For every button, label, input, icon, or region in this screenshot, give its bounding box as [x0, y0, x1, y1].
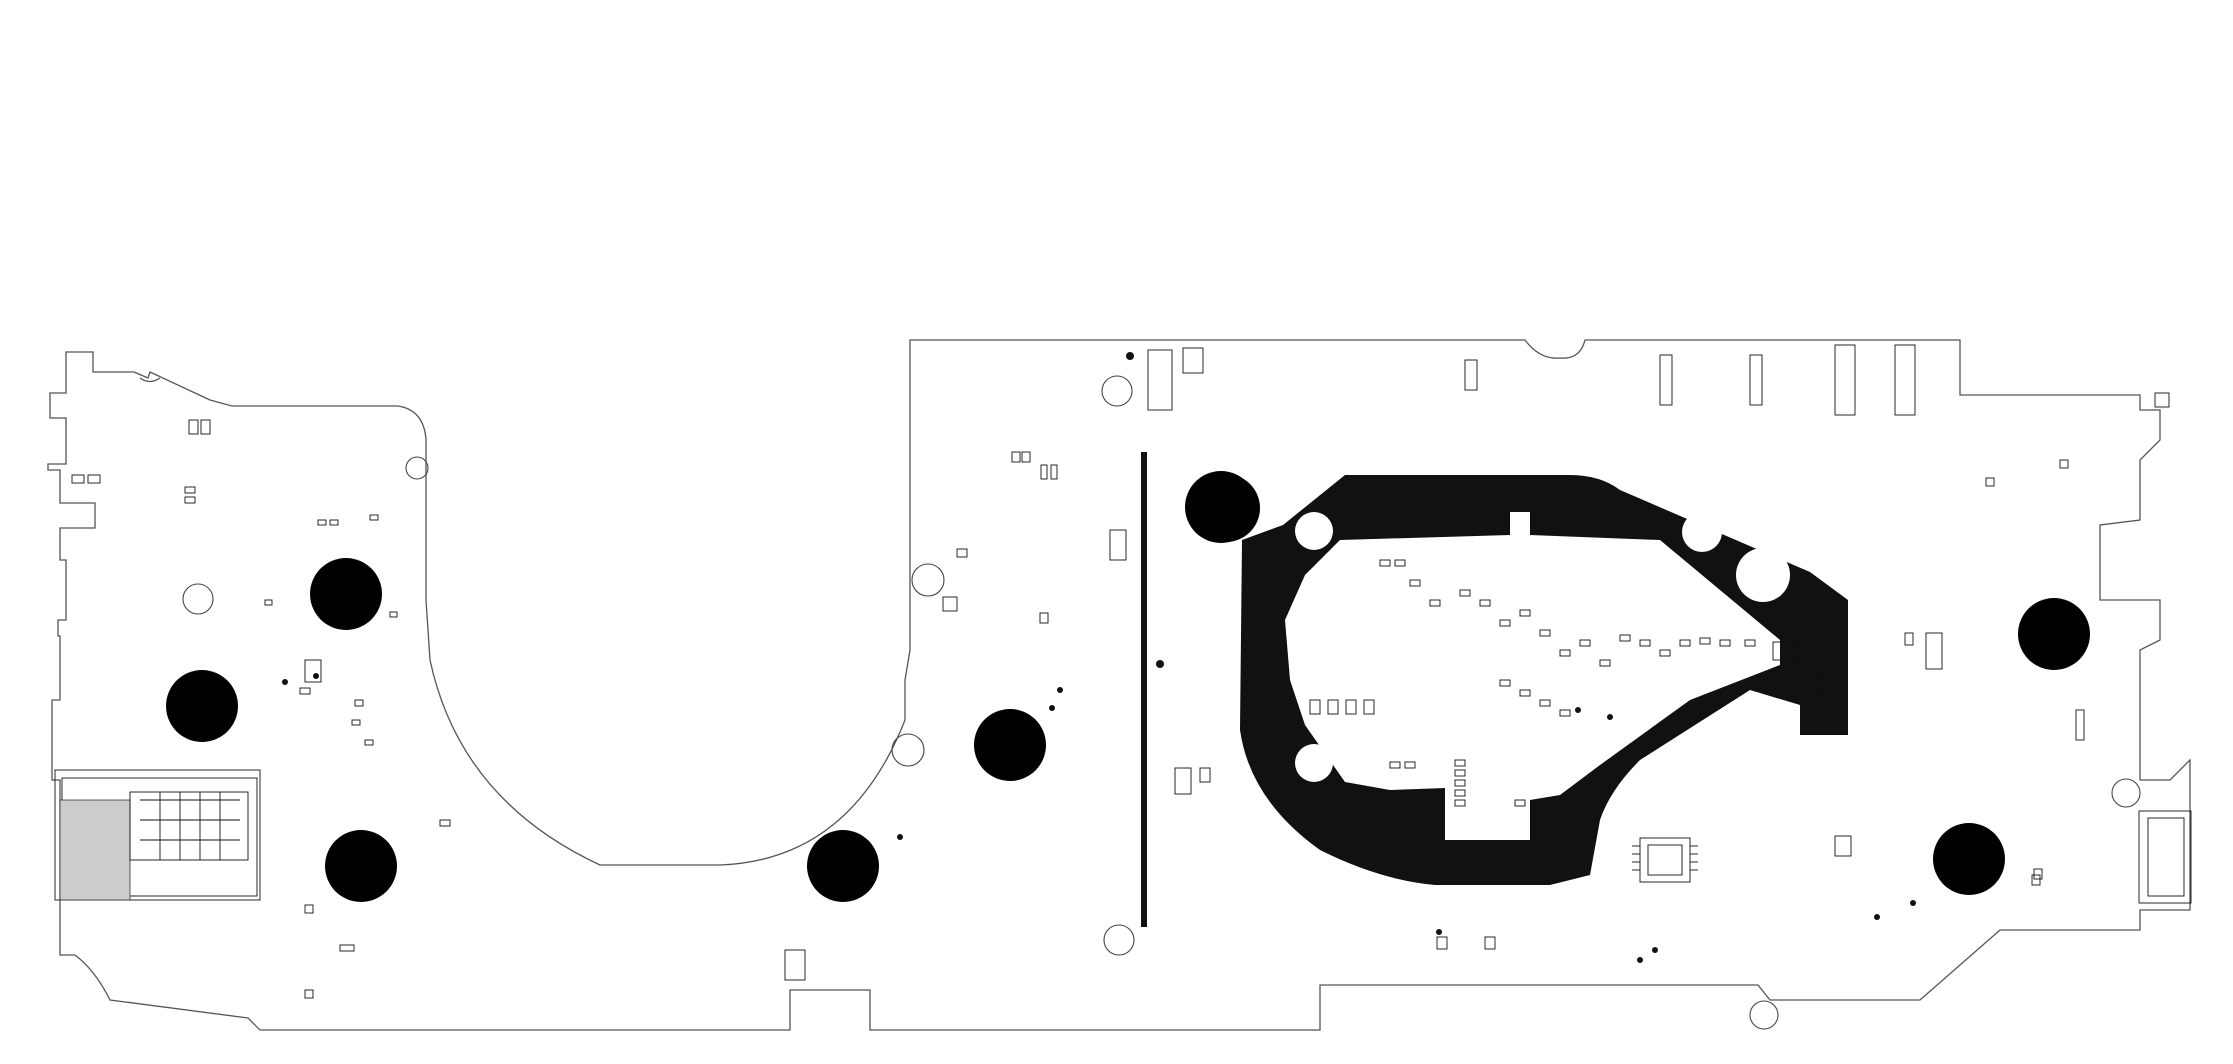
shield-bar	[1141, 452, 1147, 927]
solder-pads	[282, 352, 1916, 963]
component-marks	[71, 344, 2170, 999]
heatsink-interior	[1285, 512, 1780, 840]
via-ring	[1749, 1000, 1779, 1030]
mounting-hole	[166, 670, 238, 742]
mounting-hole	[310, 558, 382, 630]
via-ring	[1101, 375, 1133, 407]
heatsink-hole	[1295, 512, 1333, 550]
qfn-chip	[1632, 837, 1698, 883]
via-ring	[1103, 924, 1135, 956]
via-ring	[182, 583, 214, 615]
mounting-hole	[807, 830, 879, 902]
via-ring	[891, 733, 925, 767]
left-connector	[54, 769, 261, 901]
inner-component-cluster	[1309, 559, 1756, 807]
mounting-hole	[2018, 598, 2090, 670]
mounting-hole	[974, 709, 1046, 781]
heatsink-hole	[1682, 512, 1722, 552]
mounting-hole	[1192, 474, 1260, 542]
mounting-hole	[1933, 823, 2005, 895]
heatsink-hole	[1295, 744, 1333, 782]
via-ring	[2111, 778, 2141, 808]
mounting-hole	[325, 830, 397, 902]
via-ring	[911, 563, 945, 597]
left-board-outline	[47, 339, 2191, 1031]
top-left-notch	[139, 377, 161, 383]
right-connector	[2138, 810, 2192, 904]
heatsink-hole	[1684, 744, 1722, 782]
heatsink-hole	[1736, 548, 1790, 602]
via-ring	[405, 456, 429, 480]
